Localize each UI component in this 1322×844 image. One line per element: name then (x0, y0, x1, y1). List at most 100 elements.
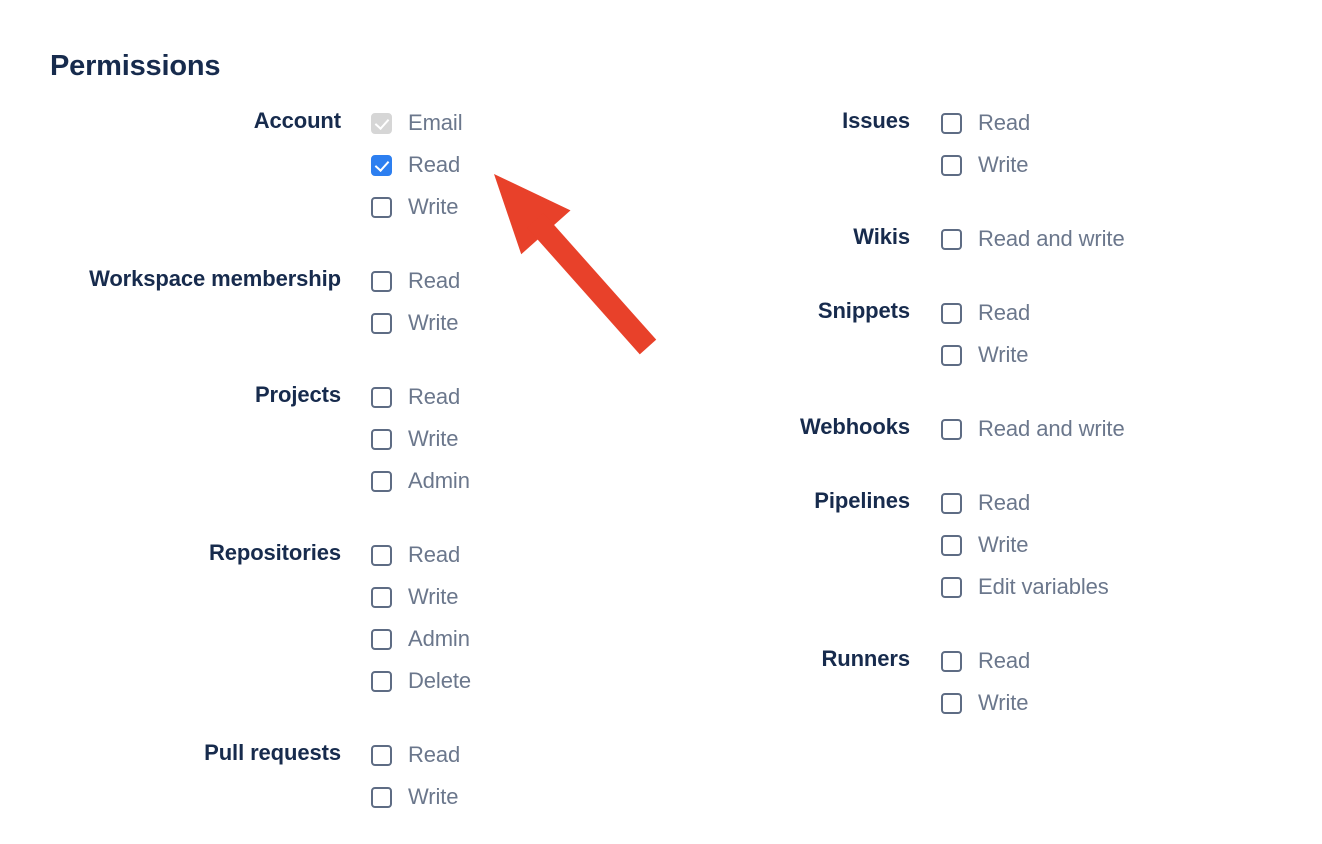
checkbox-unchecked-icon[interactable] (941, 576, 962, 598)
checkbox-unchecked-icon[interactable] (941, 344, 962, 366)
permission-group-label: Pull requests (204, 740, 341, 765)
checkbox-unchecked-icon[interactable] (371, 786, 392, 808)
permission-option-workspace-membership-read[interactable]: Read (371, 260, 460, 302)
permission-option-repositories-delete[interactable]: Delete (371, 660, 471, 702)
permission-option-label: Delete (408, 668, 471, 693)
checkbox-checked-disabled-icon (371, 112, 392, 134)
permission-group-label: Webhooks (799, 414, 910, 439)
permission-option-label: Write (408, 784, 459, 809)
permission-option-runners-write[interactable]: Write (941, 682, 1030, 724)
permission-option-account-read[interactable]: Read (371, 144, 463, 186)
checkbox-unchecked-icon[interactable] (941, 302, 962, 324)
permission-option-issues-read[interactable]: Read (941, 102, 1030, 144)
checkbox-unchecked-icon[interactable] (371, 586, 392, 608)
checkbox-unchecked-icon[interactable] (941, 492, 962, 514)
permission-option-pipelines-write[interactable]: Write (941, 524, 1109, 566)
permission-option-wikis-read-and-write[interactable]: Read and write (941, 218, 1125, 260)
permission-option-label: Write (978, 690, 1029, 715)
permission-option-account-email[interactable]: Email (371, 102, 463, 144)
permission-option-pipelines-read[interactable]: Read (941, 482, 1109, 524)
checkbox-unchecked-icon[interactable] (941, 154, 962, 176)
permission-option-label: Email (408, 110, 463, 135)
permission-group-label: Workspace membership (89, 266, 341, 291)
permission-option-repositories-read[interactable]: Read (371, 534, 471, 576)
permission-option-webhooks-read-and-write[interactable]: Read and write (941, 408, 1125, 450)
permission-option-repositories-write[interactable]: Write (371, 576, 471, 618)
checkbox-unchecked-icon[interactable] (941, 692, 962, 714)
checkbox-unchecked-icon[interactable] (941, 112, 962, 134)
permission-option-label: Read (408, 268, 461, 293)
permission-option-workspace-membership-write[interactable]: Write (371, 302, 460, 344)
permission-group-label: Repositories (208, 540, 341, 565)
permission-option-pull-requests-write[interactable]: Write (371, 776, 460, 818)
permission-option-snippets-write[interactable]: Write (941, 334, 1030, 376)
permission-group-label: Issues (842, 108, 910, 133)
checkbox-unchecked-icon[interactable] (371, 270, 392, 292)
page-title: Permissions (50, 50, 221, 82)
permission-option-label: Write (408, 426, 459, 451)
checkbox-unchecked-icon[interactable] (941, 534, 962, 556)
checkbox-unchecked-icon[interactable] (371, 628, 392, 650)
permission-option-snippets-read[interactable]: Read (941, 292, 1030, 334)
permission-option-label: Write (408, 310, 459, 335)
checkbox-unchecked-icon[interactable] (941, 650, 962, 672)
permission-option-pipelines-edit-variables[interactable]: Edit variables (941, 566, 1109, 608)
permission-group-label: Snippets (817, 298, 910, 323)
permission-option-label: Write (978, 342, 1029, 367)
checkbox-unchecked-icon[interactable] (371, 196, 392, 218)
checkbox-unchecked-icon[interactable] (371, 428, 392, 450)
permission-option-runners-read[interactable]: Read (941, 640, 1030, 682)
permission-option-pull-requests-read[interactable]: Read (371, 734, 460, 776)
permission-option-label: Read (978, 490, 1031, 515)
checkbox-unchecked-icon[interactable] (941, 228, 962, 250)
permission-options: Read and write (910, 218, 1125, 260)
permission-group-label: Runners (821, 646, 910, 671)
permission-option-label: Read (408, 152, 461, 177)
checkbox-checked-icon[interactable] (371, 154, 392, 176)
permission-option-label: Admin (408, 626, 470, 651)
permission-option-account-write[interactable]: Write (371, 186, 463, 228)
permission-group-webhooks: Webhooks Read and write (600, 408, 1300, 450)
permission-option-label: Write (978, 152, 1029, 177)
permission-option-label: Read (978, 110, 1031, 135)
permission-option-label: Read and write (978, 416, 1125, 441)
permission-option-label: Read (408, 542, 461, 567)
checkbox-unchecked-icon[interactable] (371, 470, 392, 492)
checkbox-unchecked-icon[interactable] (941, 418, 962, 440)
permission-option-label: Read (978, 300, 1031, 325)
permission-group-label: Projects (254, 382, 341, 407)
checkbox-unchecked-icon[interactable] (371, 544, 392, 566)
checkbox-unchecked-icon[interactable] (371, 386, 392, 408)
checkbox-unchecked-icon[interactable] (371, 670, 392, 692)
permission-group-label: Pipelines (814, 488, 910, 513)
permission-option-label: Write (978, 532, 1029, 557)
permission-option-projects-admin[interactable]: Admin (371, 460, 470, 502)
permission-option-repositories-admin[interactable]: Admin (371, 618, 471, 660)
permission-group-label: Account (253, 108, 341, 133)
permission-option-projects-write[interactable]: Write (371, 418, 470, 460)
permission-option-issues-write[interactable]: Write (941, 144, 1030, 186)
permission-option-projects-read[interactable]: Read (371, 376, 470, 418)
checkbox-unchecked-icon[interactable] (371, 744, 392, 766)
checkbox-unchecked-icon[interactable] (371, 312, 392, 334)
permission-option-label: Read (408, 384, 461, 409)
